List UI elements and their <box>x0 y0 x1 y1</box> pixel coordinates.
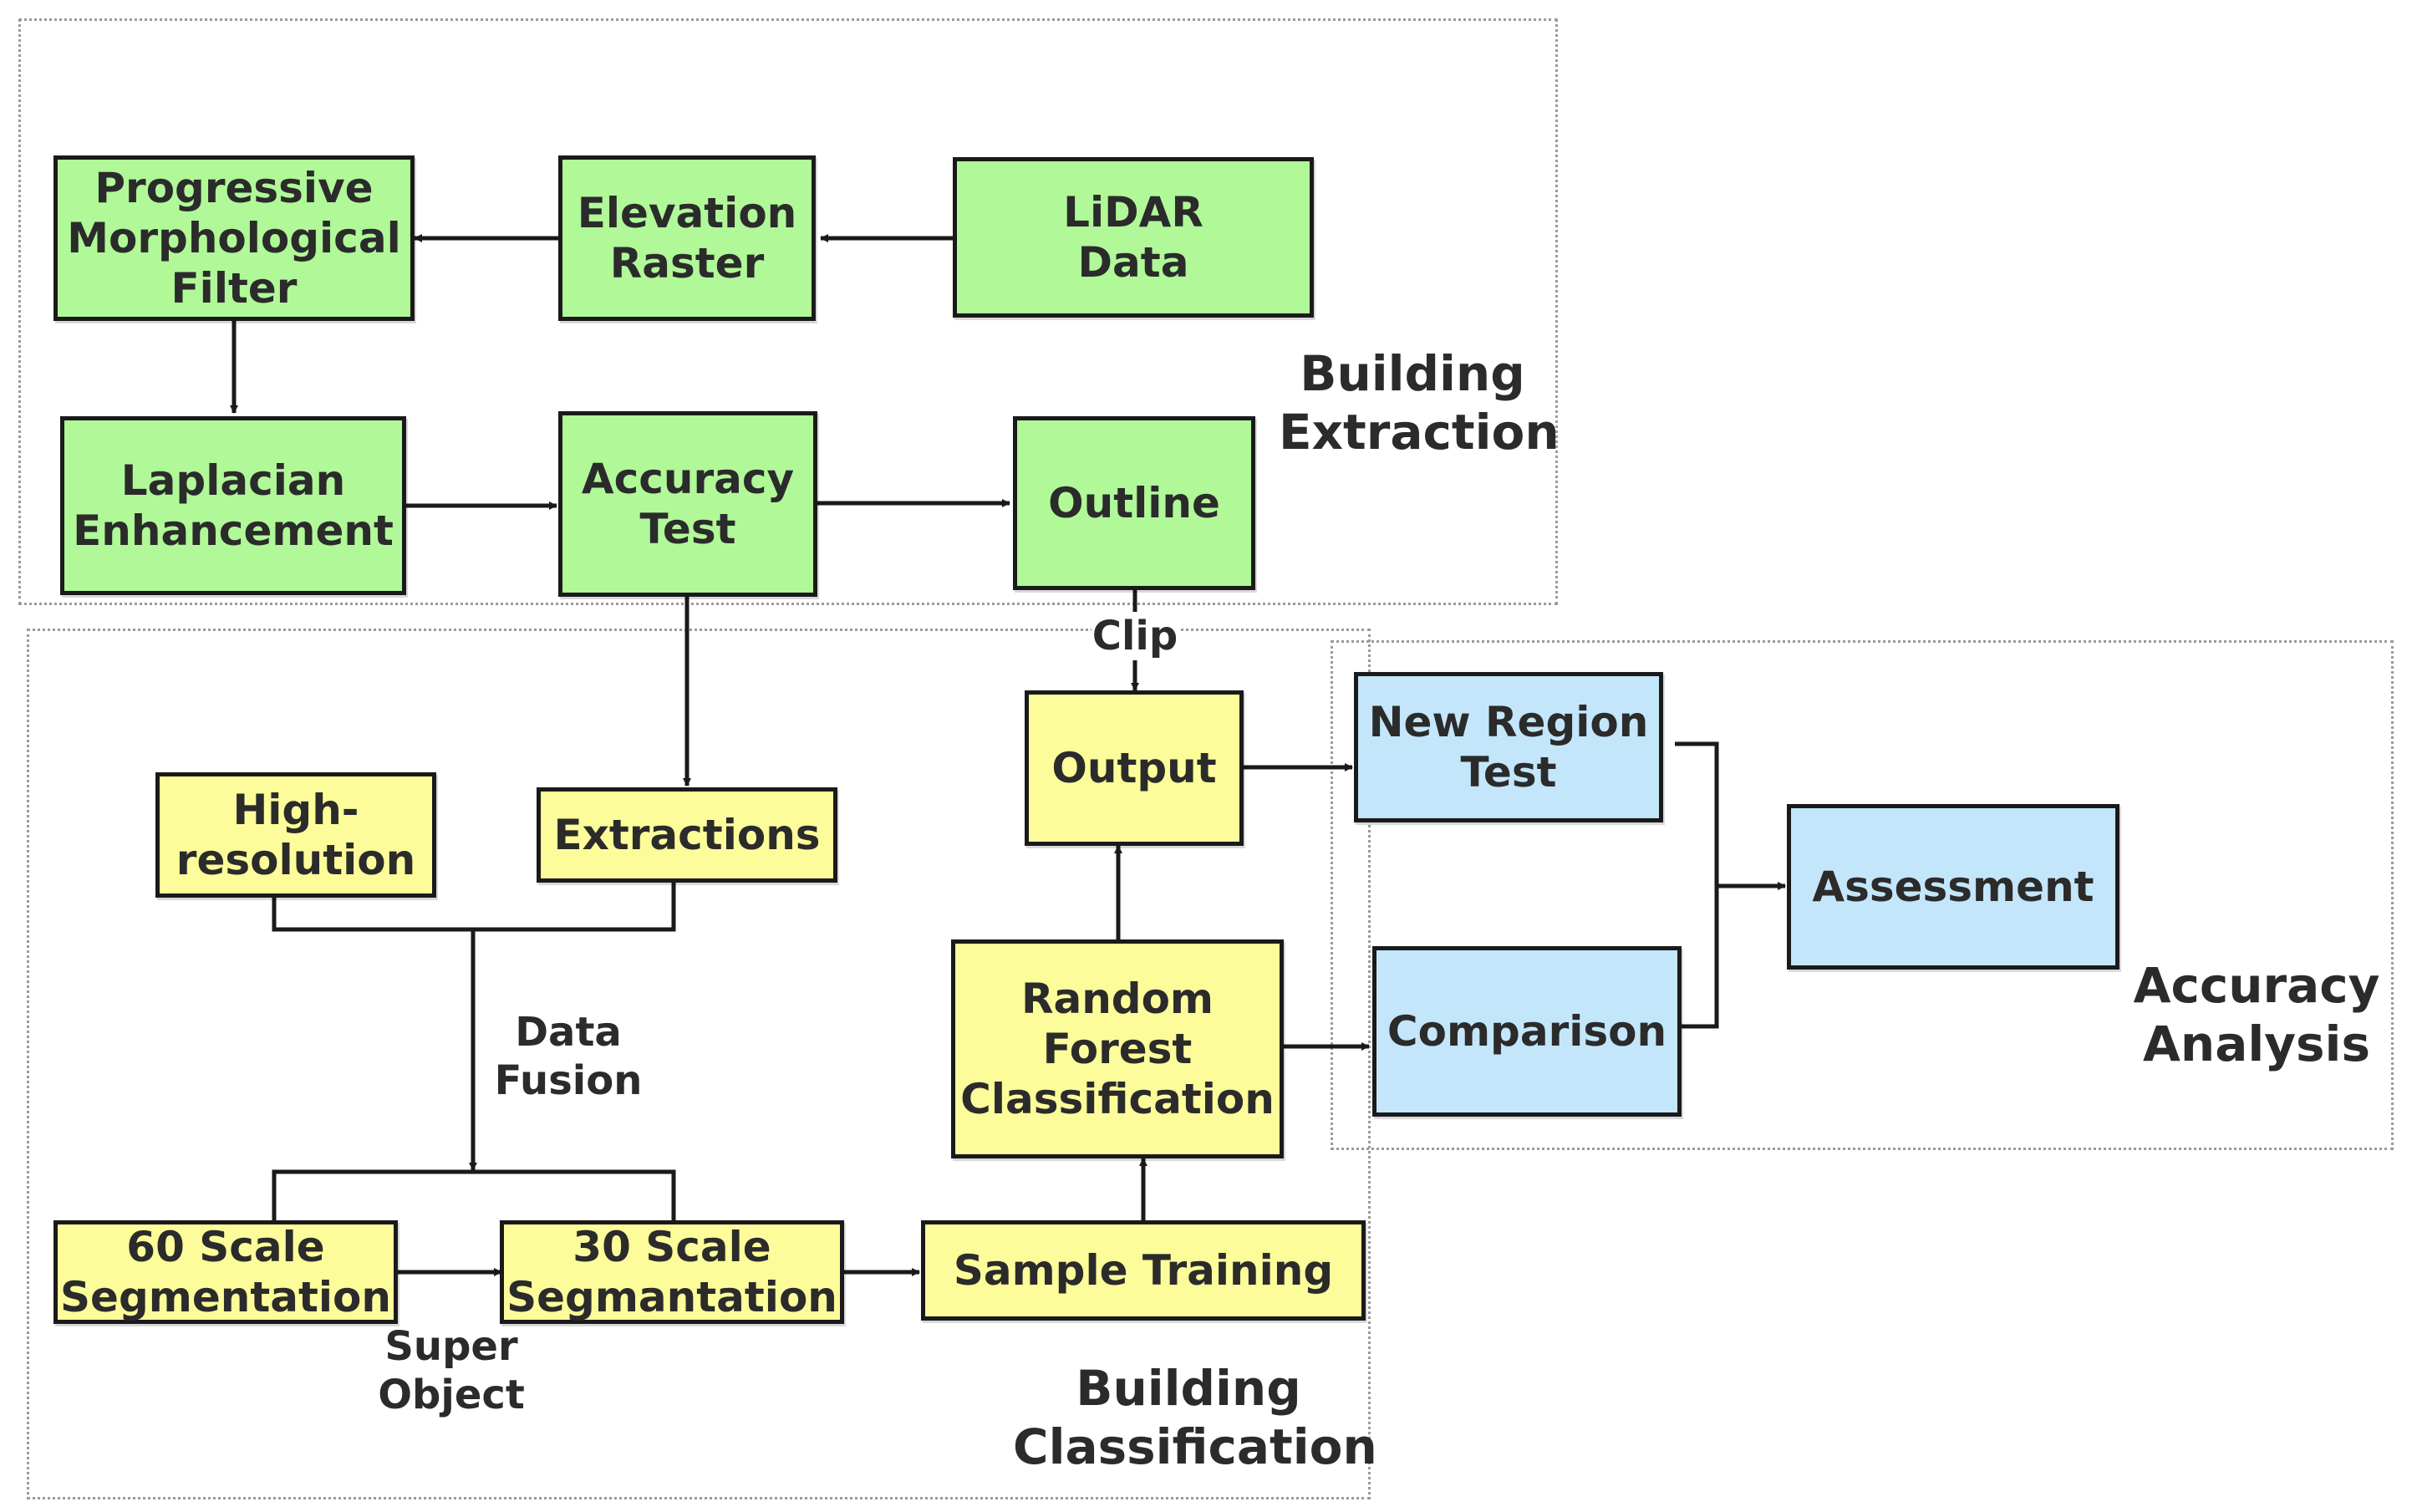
edge-label-data-fusion: Data Fusion <box>494 1009 643 1104</box>
node-assessment: Assessment <box>1787 804 2119 970</box>
node-sample-training: Sample Training <box>921 1220 1366 1321</box>
node-high-res-label: High- resolution <box>176 786 416 884</box>
region-label-accuracy-analysis: Accuracy Analysis <box>2133 957 2380 1072</box>
node-sample-training-label: Sample Training <box>953 1246 1334 1295</box>
node-output-label: Output <box>1051 744 1217 792</box>
node-60-scale-label: 60 Scale Segmentation <box>60 1223 391 1321</box>
node-comparison-label: Comparison <box>1387 1007 1667 1056</box>
region-label-building-classification: Building Classification <box>1013 1360 1377 1475</box>
node-laplacian-label: Laplacian Enhancement <box>73 456 394 555</box>
node-elevation-raster: Elevation Raster <box>558 155 816 321</box>
node-lidar-data: LiDAR Data <box>953 157 1314 318</box>
node-accuracy-test: Accuracy Test <box>558 411 817 597</box>
node-outline: Outline <box>1013 416 1255 590</box>
node-random-forest-label: Random Forest Classification <box>960 975 1275 1123</box>
building-classification-region <box>27 629 1371 1499</box>
node-progressive-morphological-filter: Progressive Morphological Filter <box>53 155 415 321</box>
node-high-resolution: High- resolution <box>155 772 436 898</box>
node-elevation-label: Elevation Raster <box>577 189 797 288</box>
segmentation-bracket <box>272 1169 676 1224</box>
node-lidar-label: LiDAR Data <box>1063 188 1203 287</box>
node-new-region-test: New Region Test <box>1354 672 1663 822</box>
node-30-scale-label: 30 Scale Segmantation <box>506 1223 837 1321</box>
node-accuracy-test-label: Accuracy Test <box>581 455 795 553</box>
node-progressive-label: Progressive Morphological Filter <box>67 164 401 313</box>
node-output: Output <box>1025 690 1244 846</box>
accuracy-analysis-region <box>1331 640 2394 1150</box>
node-random-forest-classification: Random Forest Classification <box>951 939 1284 1158</box>
node-assessment-label: Assessment <box>1812 863 2094 911</box>
node-60-scale-segmentation: 60 Scale Segmentation <box>53 1220 398 1324</box>
edge-label-super-object: Super Object <box>378 1323 525 1418</box>
node-30-scale-segmentation: 30 Scale Segmantation <box>500 1220 844 1324</box>
node-extractions: Extractions <box>537 787 837 883</box>
edge-label-clip: Clip <box>1092 612 1178 660</box>
node-outline-label: Outline <box>1048 479 1220 527</box>
node-laplacian-enhancement: Laplacian Enhancement <box>60 416 406 595</box>
node-extractions-label: Extractions <box>553 811 821 859</box>
region-label-building-extraction: Building Extraction <box>1279 345 1560 461</box>
node-comparison: Comparison <box>1372 946 1682 1117</box>
node-new-region-label: New Region Test <box>1368 698 1649 797</box>
building-extraction-region <box>18 18 1558 605</box>
